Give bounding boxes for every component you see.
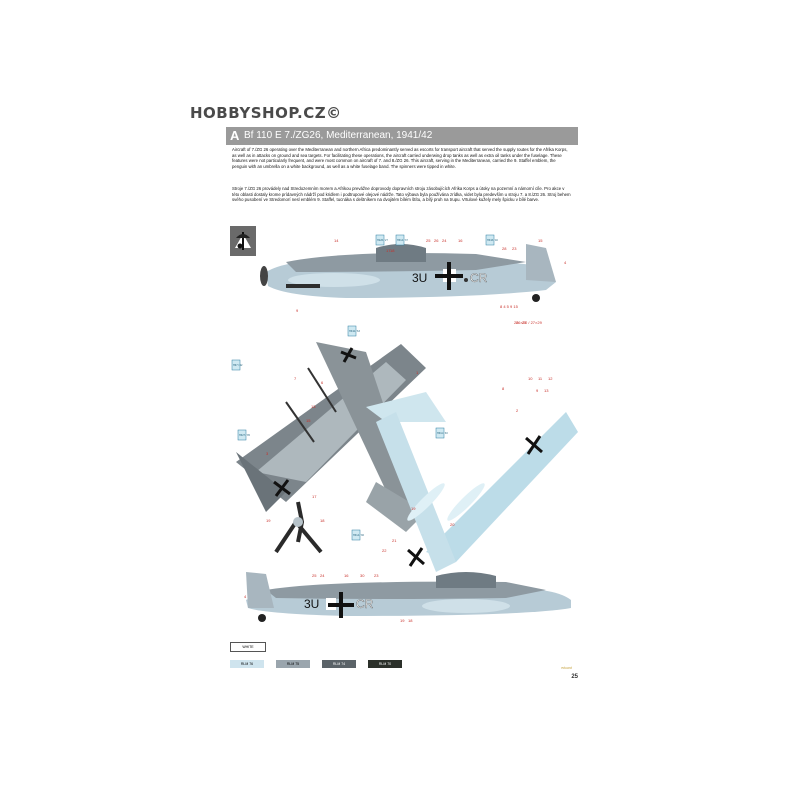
callout: 20 — [450, 522, 455, 527]
penguin-emblem-icon — [230, 226, 256, 256]
scheme-title: Bf 110 E 7./ZG26, Mediterranean, 1941/42 — [244, 130, 433, 141]
aircraft-drawings: 3U CR — [231, 234, 578, 623]
side-profile-top: 3U CR — [260, 244, 556, 302]
description-english: Aircraft of 7./ZG 26 operating over the … — [232, 147, 568, 169]
top-detail-label: 8 4 5 9 15 — [500, 304, 519, 309]
color-code: H311 / 33 — [437, 432, 448, 435]
fuselage-code-right-bottom: CR — [356, 597, 374, 611]
callout: 1 — [416, 370, 419, 375]
callout: 15 — [538, 238, 543, 243]
scheme-letter: A — [230, 128, 240, 143]
swatch-rlm76: RLM 76 — [230, 660, 264, 668]
page-number: 25 — [571, 674, 578, 680]
callout: 28 — [502, 246, 507, 251]
callout: 27 — [522, 320, 527, 325]
color-code: H314 / 36 — [353, 534, 364, 537]
callout: 18 — [320, 518, 325, 523]
callout: 25 — [426, 238, 431, 243]
callout: 14 — [334, 238, 339, 243]
callout: 30 — [360, 573, 365, 578]
callout: 15 — [306, 418, 311, 423]
callout: 23 — [512, 246, 517, 251]
callout: 8 — [502, 386, 505, 391]
color-code-boxes: H226 / 27 H314 / 37 H343 / 40 H67 / 62 H… — [231, 234, 498, 541]
callout: 13 — [311, 404, 316, 409]
callout: 7 — [294, 376, 297, 381]
color-code: H342 / 63 — [349, 330, 360, 333]
watermark: HOBBYSHOP.CZ© — [190, 104, 342, 122]
callout: 23 — [374, 573, 379, 578]
callout: 16 — [458, 238, 463, 243]
color-swatches: WHITE RLM 76 RLM 75 RLM 74 RLM 70 — [230, 634, 582, 682]
callout: 11 — [538, 376, 543, 381]
callout: 17 — [312, 494, 317, 499]
callout: 21 — [392, 538, 397, 543]
color-code: H327 / 35 — [239, 434, 250, 437]
propeller-detail — [274, 501, 323, 554]
callout: 24 — [442, 238, 447, 243]
callout: 17 — [386, 248, 391, 253]
fuselage-code-left-bottom: 3U — [304, 597, 319, 611]
callout: 12 — [548, 376, 553, 381]
brand-logo: eduard — [561, 666, 572, 670]
scheme-header: A Bf 110 E 7./ZG26, Mediterranean, 1941/… — [226, 127, 578, 145]
swatch-rlm74: RLM 74 — [322, 660, 356, 668]
callout: 9 — [296, 308, 299, 313]
callout: 16 — [344, 573, 349, 578]
description-czech: Stroje 7./ZG 26 provádely nad Stredozemn… — [232, 186, 571, 203]
callout: 18 — [408, 618, 413, 623]
callout: 22 — [382, 548, 387, 553]
callout: 3 — [266, 451, 269, 456]
instruction-page: A Bf 110 E 7./ZG26, Mediterranean, 1941/… — [226, 122, 578, 680]
color-code: H226 / 27 — [377, 239, 388, 242]
callout: 4 — [244, 594, 247, 599]
upper-planform — [236, 342, 426, 532]
callout: 4 — [564, 260, 567, 265]
swatch-white: WHITE — [230, 642, 266, 652]
callout: 2 — [516, 408, 519, 413]
callout: 19 — [400, 618, 405, 623]
fuselage-code-left: 3U — [412, 271, 427, 285]
color-code: H314 / 37 — [397, 239, 408, 242]
fuselage-code-right: CR — [470, 271, 488, 285]
callout: 26 — [514, 320, 519, 325]
callout: 24 — [320, 573, 325, 578]
tail-stack-label: 9 — [536, 388, 539, 393]
callout: 19 — [411, 506, 416, 511]
color-code: H67 / 62 — [233, 364, 243, 367]
callout-numbers: 14 25 26 24 16 28 23 15 4 9 17 18 3 7 13… — [244, 238, 567, 623]
fin-detail-label: 26×30 / 27×29 — [516, 320, 543, 325]
callout: 10 — [528, 376, 533, 381]
callout: 19 — [266, 518, 271, 523]
lower-planform — [366, 392, 578, 572]
swatch-rlm70: RLM 70 — [368, 660, 402, 668]
swatch-rlm75: RLM 75 — [276, 660, 310, 668]
callout: 25 — [312, 573, 317, 578]
callout: 18 — [390, 248, 395, 253]
color-code: H343 / 40 — [487, 239, 498, 242]
callout: 6 — [321, 380, 324, 385]
callout: 26 — [434, 238, 439, 243]
tail-stack-label: 13 — [544, 388, 549, 393]
side-profile-bottom: 3U CR — [246, 572, 571, 622]
